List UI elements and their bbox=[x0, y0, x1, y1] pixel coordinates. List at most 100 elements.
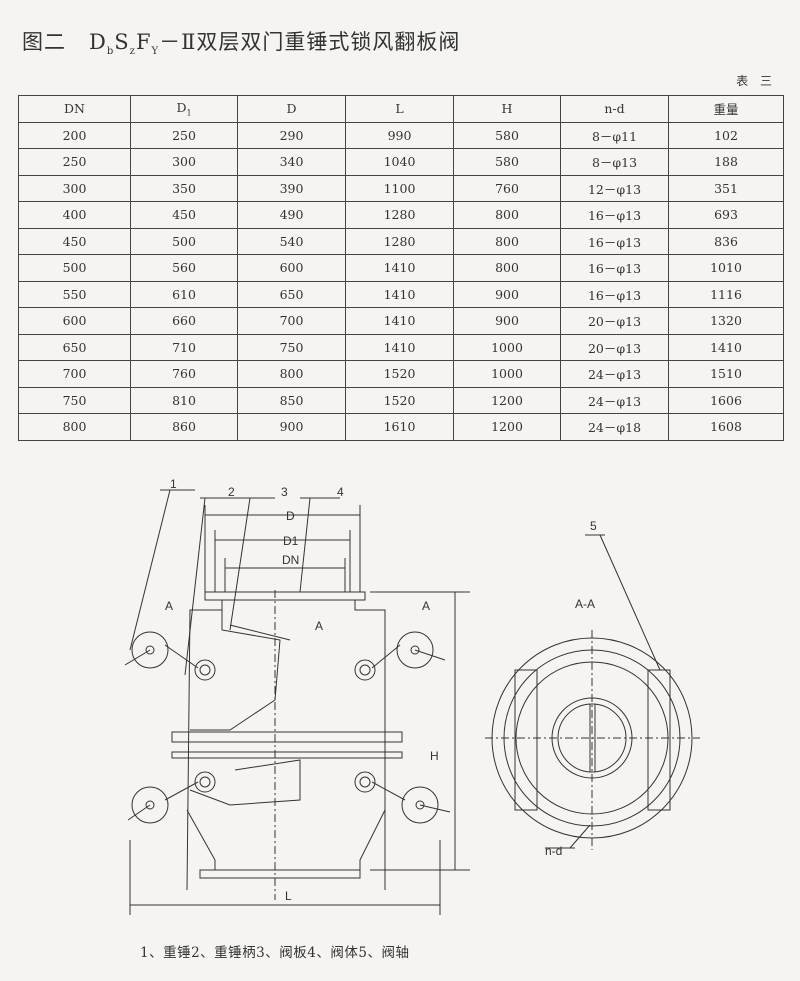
table-cell: 350 bbox=[130, 174, 238, 202]
table-cell: 24－φ13 bbox=[560, 360, 669, 388]
table-cell: 390 bbox=[237, 174, 346, 202]
table-cell: 1410 bbox=[668, 333, 784, 361]
table-cell: 560 bbox=[130, 254, 238, 282]
table-cell: 580 bbox=[453, 148, 561, 176]
table-cell: 1280 bbox=[345, 227, 454, 255]
table-cell: 836 bbox=[668, 227, 784, 255]
table-cell: 1610 bbox=[345, 413, 454, 441]
table-cell: 1200 bbox=[453, 413, 561, 441]
table-cell: 500 bbox=[18, 254, 131, 282]
valve-drawing: 1 2 3 4 5 D D1 DN H L A A A A-A n-d bbox=[124, 477, 700, 915]
table-cell: 1040 bbox=[345, 148, 454, 176]
table-cell: 800 bbox=[18, 413, 131, 441]
table-cell: 351 bbox=[668, 174, 784, 202]
table-cell: 24－φ13 bbox=[560, 386, 669, 414]
table-cell: 550 bbox=[18, 280, 131, 308]
svg-text:D: D bbox=[286, 509, 295, 523]
table-cell: 8－φ13 bbox=[560, 148, 669, 176]
table-cell: 490 bbox=[237, 201, 346, 229]
table-cell: 250 bbox=[18, 148, 131, 176]
col-d: D bbox=[237, 95, 346, 123]
table-cell: 1000 bbox=[453, 333, 561, 361]
svg-text:5: 5 bbox=[590, 519, 597, 533]
table-cell: 1320 bbox=[668, 307, 784, 335]
table-cell: 710 bbox=[130, 333, 238, 361]
table-cell: 900 bbox=[453, 280, 561, 308]
table-cell: 800 bbox=[237, 360, 346, 388]
table-cell: 580 bbox=[453, 121, 561, 149]
figure-title: 图二 DbSzFY－Ⅱ双层双门重锤式锁风翻板阀 bbox=[22, 30, 461, 58]
table-cell: 450 bbox=[18, 227, 131, 255]
table-cell: 990 bbox=[345, 121, 454, 149]
svg-text:D1: D1 bbox=[283, 534, 299, 548]
table-cell: 800 bbox=[453, 227, 561, 255]
svg-text:DN: DN bbox=[282, 553, 299, 567]
table-cell: 600 bbox=[237, 254, 346, 282]
table-cell: 693 bbox=[668, 201, 784, 229]
table-tag: 表 三 bbox=[736, 74, 776, 88]
front-view bbox=[124, 489, 470, 915]
table-cell: 1010 bbox=[668, 254, 784, 282]
col-d1: D1 bbox=[130, 95, 238, 123]
parts-legend: 1、重锤2、重锤柄3、阀板4、阀体5、阀轴 bbox=[140, 945, 410, 961]
table-cell: 24－φ18 bbox=[560, 413, 669, 441]
table-cell: 650 bbox=[237, 280, 346, 308]
table-cell: 600 bbox=[18, 307, 131, 335]
table-cell: 300 bbox=[18, 174, 131, 202]
svg-text:A-A: A-A bbox=[575, 597, 595, 611]
table-cell: 340 bbox=[237, 148, 346, 176]
svg-text:A: A bbox=[315, 619, 323, 633]
table-cell: 800 bbox=[453, 201, 561, 229]
table-cell: 8－φ11 bbox=[560, 121, 669, 149]
table-cell: 1410 bbox=[345, 254, 454, 282]
table-cell: 102 bbox=[668, 121, 784, 149]
svg-text:A: A bbox=[422, 599, 430, 613]
table-cell: 400 bbox=[18, 201, 131, 229]
svg-text:A: A bbox=[165, 599, 173, 613]
table-cell: 900 bbox=[237, 413, 346, 441]
table-cell: 1520 bbox=[345, 386, 454, 414]
table-cell: 700 bbox=[18, 360, 131, 388]
table-cell: 1608 bbox=[668, 413, 784, 441]
table-cell: 650 bbox=[18, 333, 131, 361]
table-cell: 1410 bbox=[345, 307, 454, 335]
col-weight: 重量 bbox=[668, 95, 784, 123]
col-h: H bbox=[453, 95, 561, 123]
table-cell: 20－φ13 bbox=[560, 307, 669, 335]
table-cell: 16－φ13 bbox=[560, 227, 669, 255]
table-cell: 1606 bbox=[668, 386, 784, 414]
table-cell: 760 bbox=[453, 174, 561, 202]
table-cell: 750 bbox=[18, 386, 131, 414]
table-cell: 1200 bbox=[453, 386, 561, 414]
section-view bbox=[485, 534, 700, 850]
svg-text:L: L bbox=[285, 889, 292, 903]
svg-text:3: 3 bbox=[281, 485, 288, 499]
table-cell: 1510 bbox=[668, 360, 784, 388]
table-cell: 12－φ13 bbox=[560, 174, 669, 202]
table-cell: 450 bbox=[130, 201, 238, 229]
table-cell: 850 bbox=[237, 386, 346, 414]
table-cell: 250 bbox=[130, 121, 238, 149]
table-cell: 500 bbox=[130, 227, 238, 255]
col-l: L bbox=[345, 95, 454, 123]
table-cell: 700 bbox=[237, 307, 346, 335]
table-cell: 810 bbox=[130, 386, 238, 414]
table-cell: 16－φ13 bbox=[560, 254, 669, 282]
table-cell: 900 bbox=[453, 307, 561, 335]
table-cell: 200 bbox=[18, 121, 131, 149]
table-cell: 1280 bbox=[345, 201, 454, 229]
table-cell: 188 bbox=[668, 148, 784, 176]
